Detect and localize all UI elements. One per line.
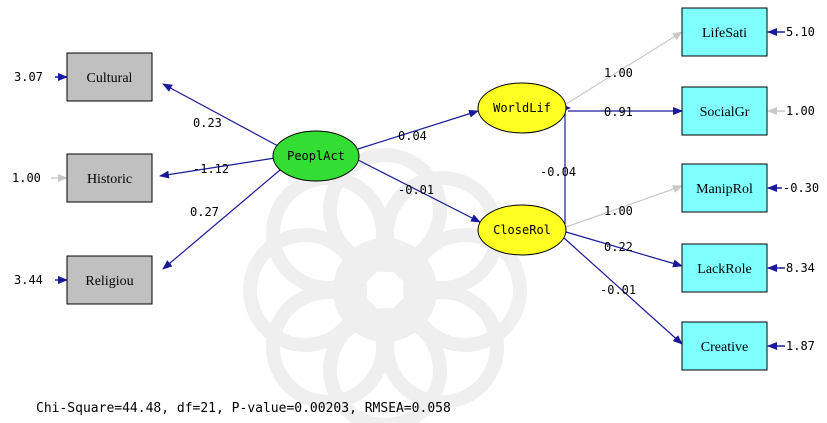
error-lackrole: 8.34 (786, 261, 815, 275)
path-worldlif-lifesati (565, 31, 683, 105)
box-socialgr[interactable]: SocialGr (681, 86, 768, 136)
coef-closerol-creative: -0.01 (600, 283, 636, 297)
error-maniprol: -0.30 (783, 181, 819, 195)
error-cultural: 3.07 (14, 70, 43, 84)
ellipse-peoplact-label: PeoplAct (287, 149, 345, 163)
box-maniprol-label: ManipRol (696, 182, 753, 197)
coef-peoplact-closerol: -0.01 (398, 183, 434, 197)
coef-peoplact-cultural: 0.23 (193, 116, 222, 130)
box-religiou[interactable]: Religiou (66, 255, 153, 305)
coef-peoplact-religiou: 0.27 (190, 205, 219, 219)
ellipse-worldlif-label: WorldLif (493, 101, 551, 115)
latent-variables: PeoplAct WorldLif CloseRol (272, 82, 567, 256)
ellipse-worldlif[interactable]: WorldLif (477, 82, 567, 134)
coef-worldlif-lifesati: 1.00 (604, 66, 633, 80)
path-peoplact-closerol (357, 159, 481, 223)
paths (159, 31, 683, 345)
path-peoplact-worldlif (357, 109, 479, 150)
error-socialgr: 1.00 (786, 104, 815, 118)
box-lifesati-label: LifeSati (702, 26, 747, 41)
box-creative-label: Creative (701, 340, 748, 355)
box-historic[interactable]: Historic (66, 153, 153, 203)
error-lifesati: 5.10 (786, 25, 815, 39)
coef-closerol-lackrole: 0.22 (604, 240, 633, 254)
error-historic: 1.00 (12, 171, 41, 185)
path-peoplact-historic (159, 157, 276, 179)
error-arrows (51, 28, 785, 350)
ellipse-peoplact[interactable]: PeoplAct (272, 130, 360, 182)
path-closerol-creative (563, 237, 683, 345)
error-creative: 1.87 (786, 339, 815, 353)
path-closerol-lackrole (565, 231, 683, 268)
box-lifesati[interactable]: LifeSati (681, 7, 768, 57)
error-variances: 3.07 1.00 3.44 5.10 1.00 -0.30 8.34 1.87 (12, 25, 819, 353)
path-peoplact-cultural (162, 83, 279, 147)
observed-right: LifeSati SocialGr ManipRol LackRole Crea… (681, 7, 768, 371)
path-closerol-maniprol (565, 185, 683, 228)
error-religiou: 3.44 (14, 273, 43, 287)
path-peoplact-religiou (162, 169, 281, 270)
ellipse-closerol[interactable]: CloseRol (477, 204, 567, 256)
coef-worldlif-socialgr: 0.91 (604, 105, 633, 119)
fit-statistics: Chi-Square=44.48, df=21, P-value=0.00203… (36, 401, 451, 416)
box-historic-label: Historic (87, 172, 132, 187)
box-maniprol[interactable]: ManipRol (681, 163, 768, 213)
box-cultural-label: Cultural (87, 71, 133, 86)
box-creative[interactable]: Creative (681, 321, 768, 371)
box-lackrole-label: LackRole (697, 262, 751, 277)
observed-left: Cultural Historic Religiou (66, 52, 153, 305)
box-socialgr-label: SocialGr (700, 105, 750, 120)
watermark (243, 148, 527, 423)
path-coefficients: 0.23 -1.12 0.27 0.04 -0.01 -0.04 1.00 0.… (190, 66, 636, 297)
box-cultural[interactable]: Cultural (66, 52, 153, 102)
coef-peoplact-worldlif: 0.04 (398, 129, 427, 143)
coef-closerol-worldlif: -0.04 (540, 165, 576, 179)
box-lackrole[interactable]: LackRole (681, 243, 768, 293)
coef-peoplact-historic: -1.12 (193, 162, 229, 176)
box-religiou-label: Religiou (85, 274, 133, 289)
coef-closerol-maniprol: 1.00 (604, 204, 633, 218)
ellipse-closerol-label: CloseRol (493, 223, 551, 237)
